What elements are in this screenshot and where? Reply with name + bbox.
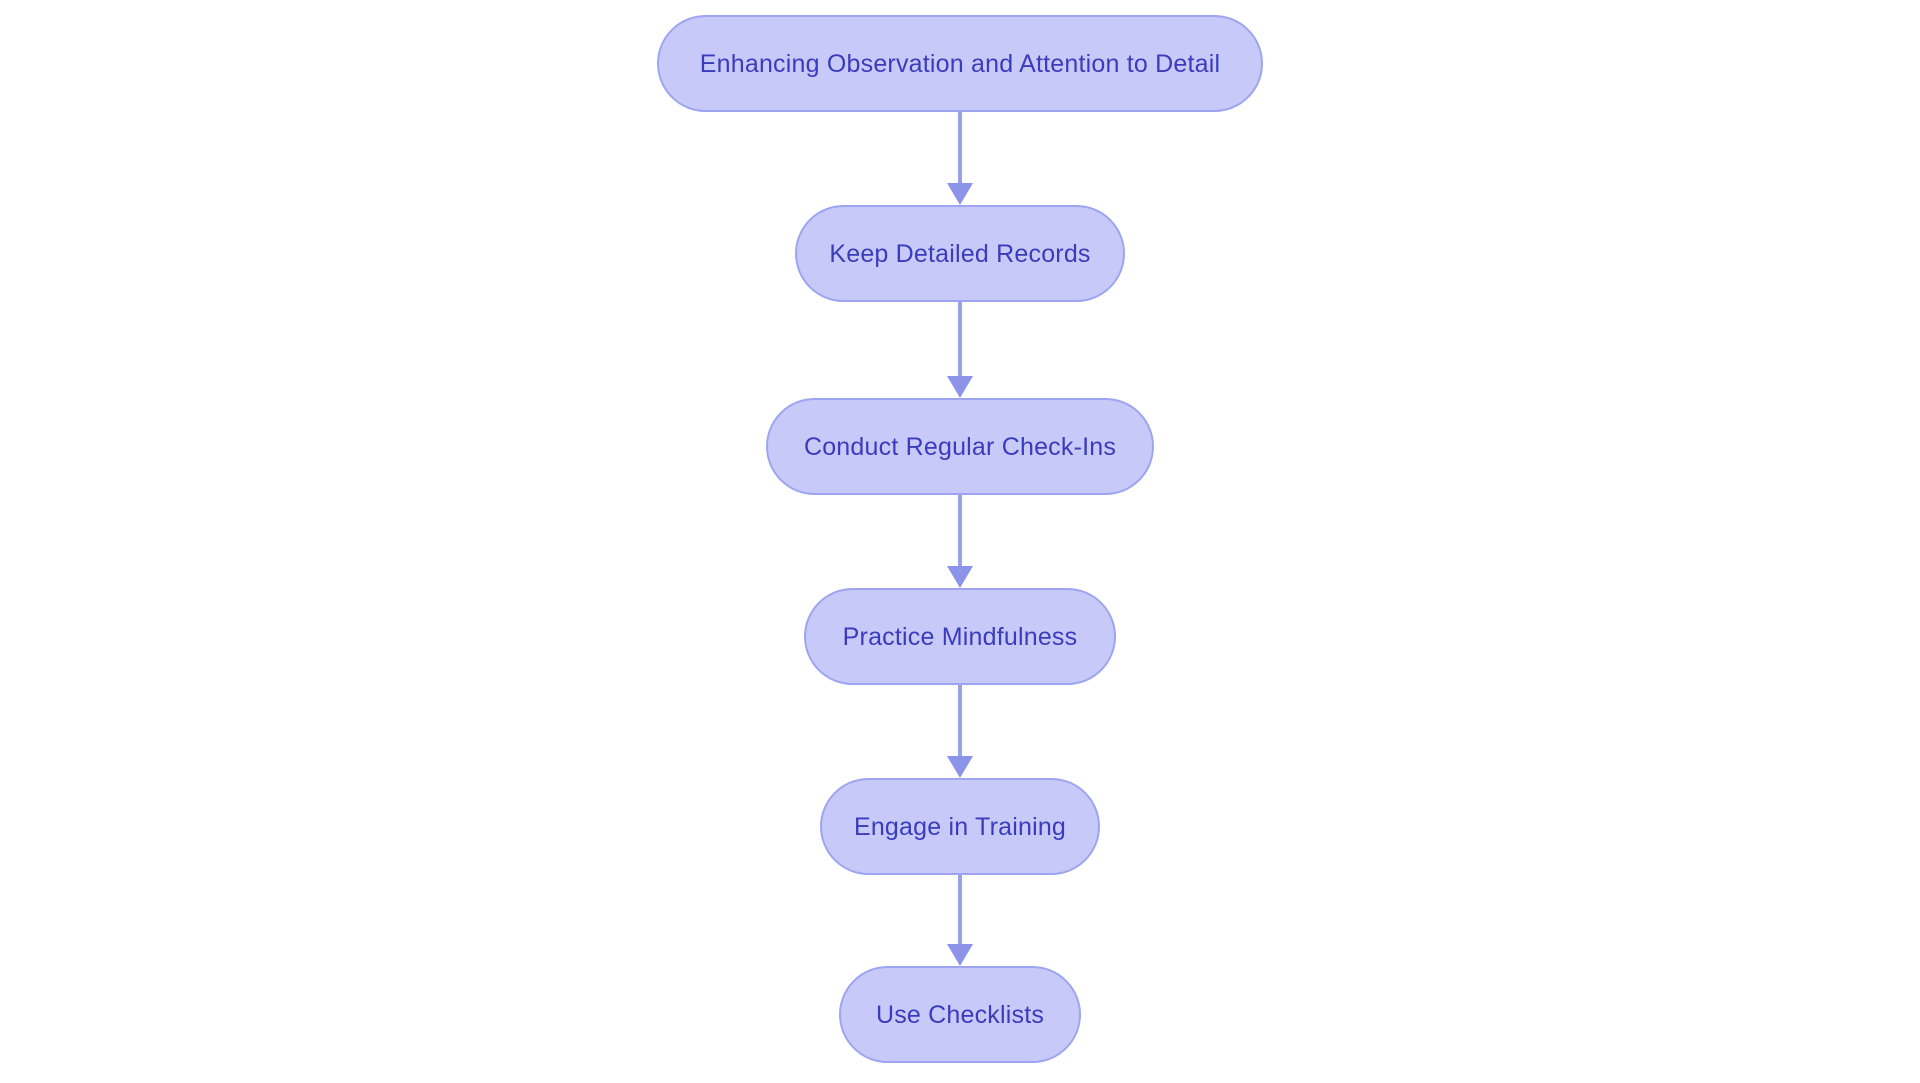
flow-node-enhancing-observation-and-attention-to-detail: Enhancing Observation and Attention to D…	[657, 15, 1263, 112]
flow-node-keep-detailed-records: Keep Detailed Records	[795, 205, 1125, 302]
flow-node-label: Practice Mindfulness	[842, 622, 1078, 651]
arrowhead-icon	[947, 756, 973, 778]
flow-node-label: Conduct Regular Check-Ins	[803, 432, 1117, 461]
flow-node-label: Enhancing Observation and Attention to D…	[699, 49, 1221, 78]
flow-node-use-checklists: Use Checklists	[839, 966, 1081, 1063]
flow-arrow-engage-in-training-to-use-checklists	[946, 875, 974, 966]
arrowhead-icon	[947, 566, 973, 588]
arrowhead-icon	[947, 376, 973, 398]
flow-arrow-conduct-regular-check-ins-to-practice-mindfulness	[946, 495, 974, 588]
flow-node-engage-in-training: Engage in Training	[820, 778, 1100, 875]
arrowhead-icon	[947, 183, 973, 205]
flow-node-label: Keep Detailed Records	[829, 239, 1091, 268]
arrow-line	[958, 875, 962, 948]
arrow-line	[958, 685, 962, 760]
arrow-line	[958, 302, 962, 380]
flow-arrow-keep-detailed-records-to-conduct-regular-check-ins	[946, 302, 974, 398]
flow-node-label: Use Checklists	[875, 1000, 1045, 1029]
flow-arrow-enhancing-observation-and-attention-to-detail-to-keep-detailed-records	[946, 112, 974, 205]
arrow-line	[958, 112, 962, 187]
flow-node-practice-mindfulness: Practice Mindfulness	[804, 588, 1116, 685]
flow-node-conduct-regular-check-ins: Conduct Regular Check-Ins	[766, 398, 1154, 495]
arrowhead-icon	[947, 944, 973, 966]
flow-arrow-practice-mindfulness-to-engage-in-training	[946, 685, 974, 778]
flow-node-label: Engage in Training	[853, 812, 1067, 841]
arrow-line	[958, 495, 962, 570]
